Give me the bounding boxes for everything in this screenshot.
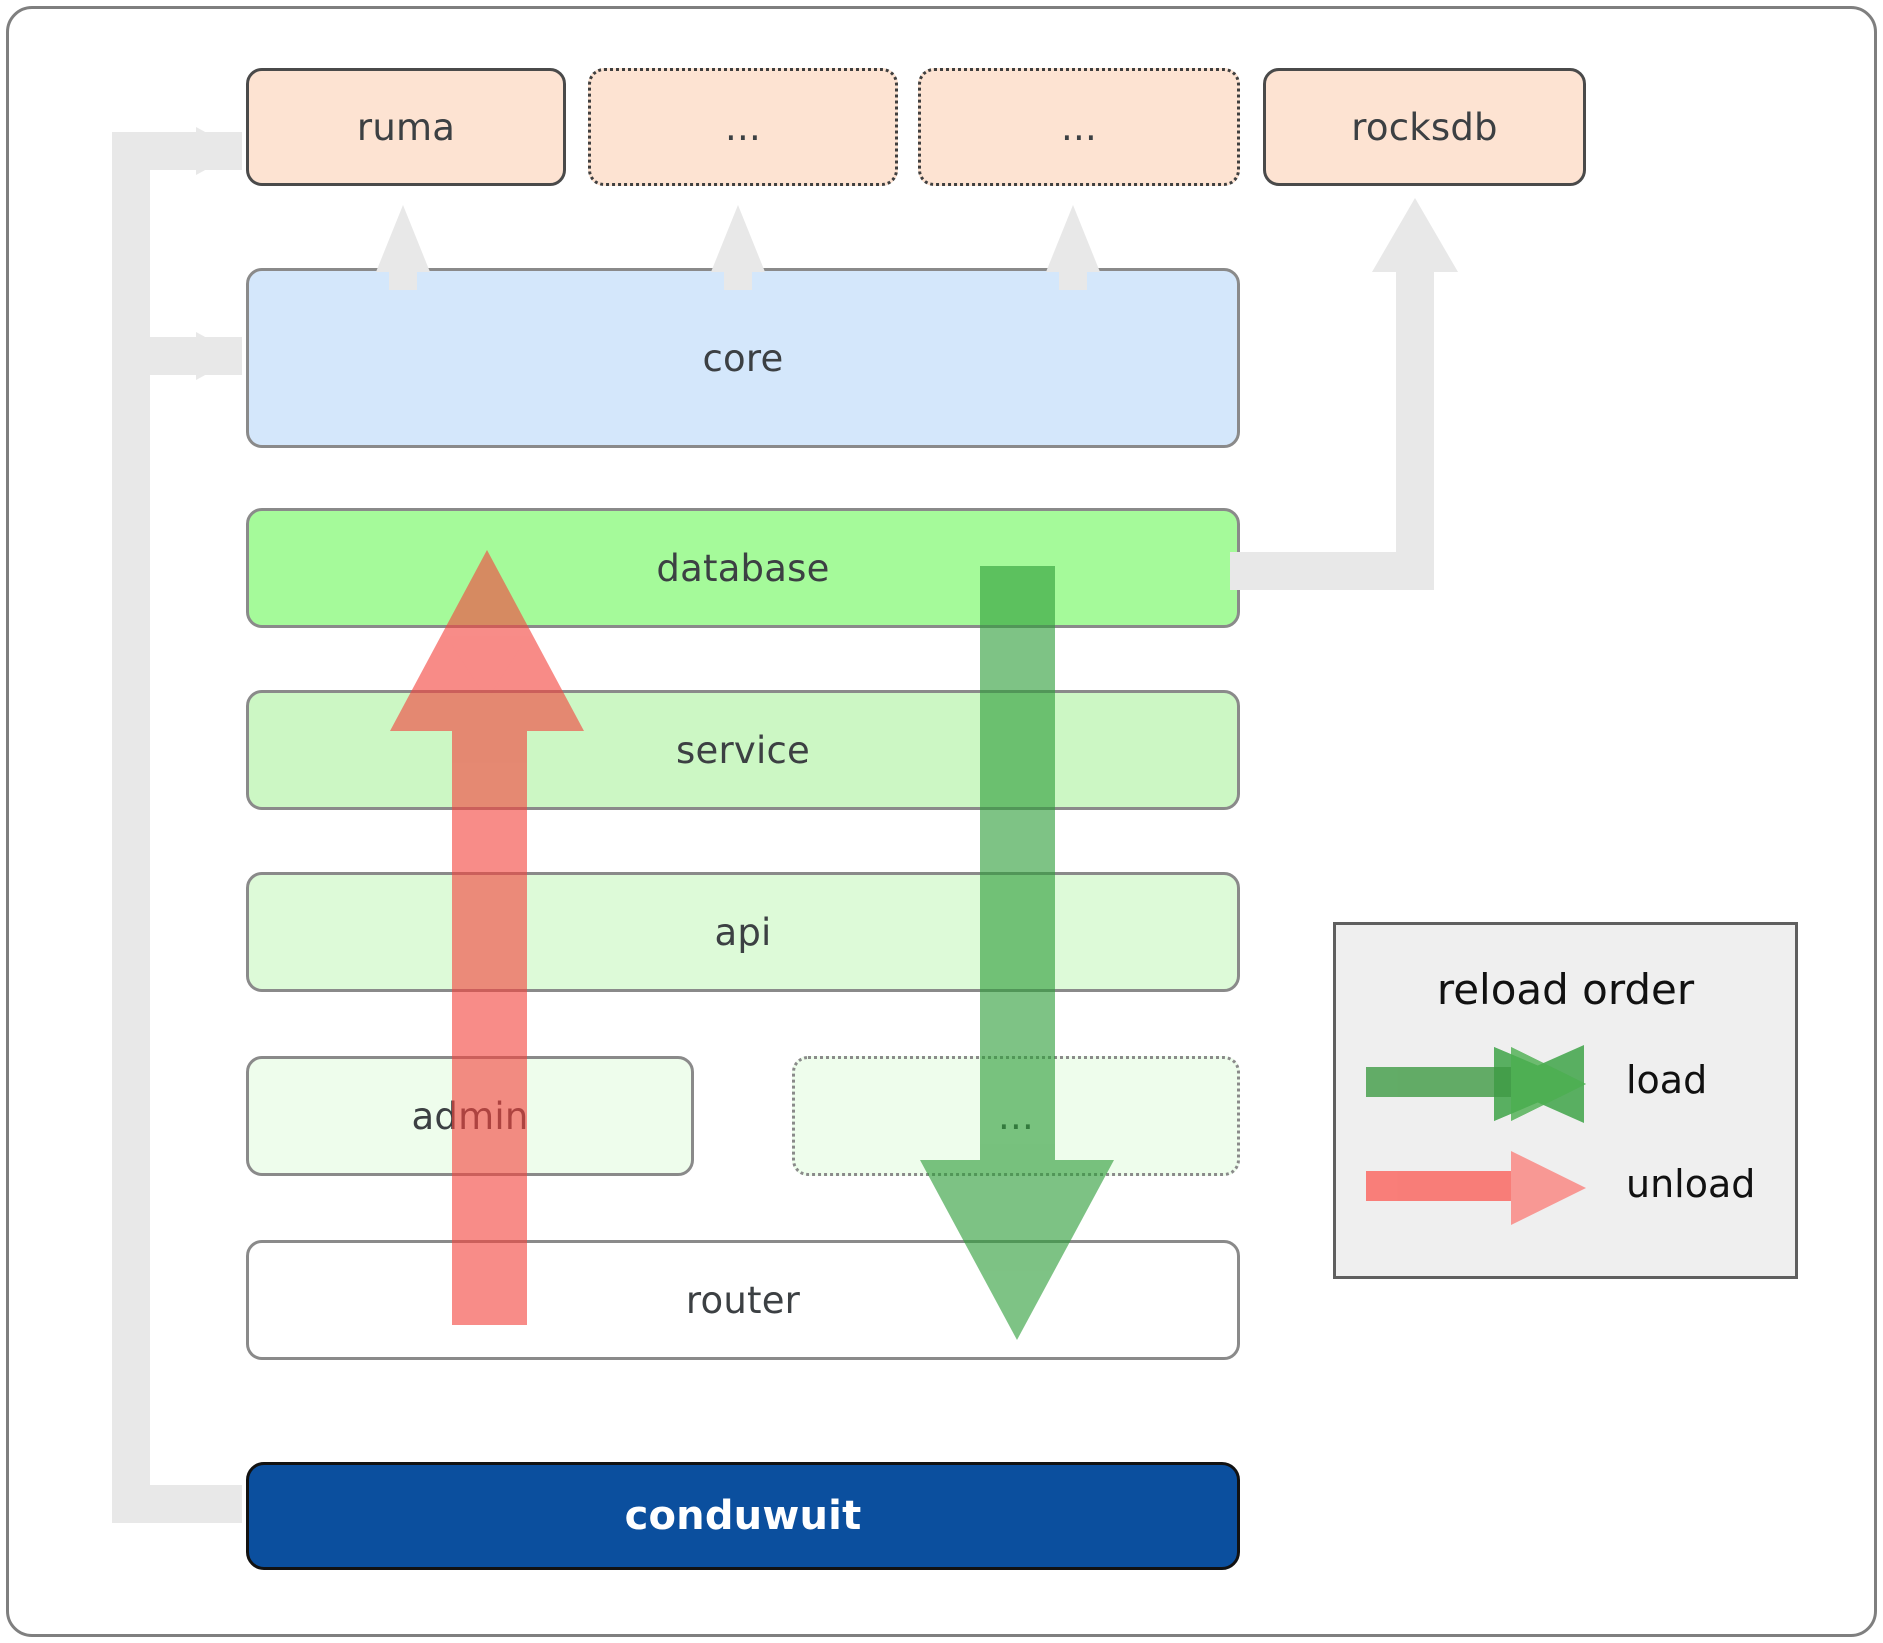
dependency-box-placeholder-2[interactable]: ... [918, 68, 1240, 186]
app-label: conduwuit [624, 1493, 862, 1539]
layer-box-core[interactable]: core [246, 268, 1240, 448]
dependency-label: ... [1061, 105, 1097, 149]
dependency-box-placeholder-1[interactable]: ... [588, 68, 898, 186]
layer-box-api[interactable]: api [246, 872, 1240, 992]
layer-box-admin[interactable]: admin [246, 1056, 694, 1176]
dependency-box-ruma[interactable]: ruma [246, 68, 566, 186]
layer-box-placeholder[interactable]: ... [792, 1056, 1240, 1176]
legend-label-unload: unload [1626, 1162, 1756, 1206]
dependency-label: ... [725, 105, 761, 149]
load-arrow-shape [1366, 1047, 1586, 1121]
dependency-label: rocksdb [1351, 105, 1498, 149]
layer-box-database[interactable]: database [246, 508, 1240, 628]
layer-box-service[interactable]: service [246, 690, 1240, 810]
layer-label: router [685, 1278, 801, 1322]
layer-label: database [656, 546, 830, 590]
layer-label: ... [998, 1094, 1034, 1138]
unload-arrow-shape [1366, 1151, 1586, 1225]
layer-label: api [714, 910, 772, 954]
legend-arrow-icons [1366, 1045, 1586, 1225]
diagram-frame [6, 6, 1877, 1637]
legend-title: reload order [1436, 965, 1695, 1014]
legend-panel: reload order load unload [1333, 922, 1798, 1279]
layer-label: admin [411, 1094, 529, 1138]
legend-label-load: load [1626, 1058, 1708, 1102]
layer-label: core [702, 336, 784, 380]
app-box-conduwuit[interactable]: conduwuit [246, 1462, 1240, 1570]
dependency-label: ruma [356, 105, 456, 149]
layer-label: service [676, 728, 810, 772]
layer-box-router[interactable]: router [246, 1240, 1240, 1360]
dependency-box-rocksdb[interactable]: rocksdb [1263, 68, 1586, 186]
